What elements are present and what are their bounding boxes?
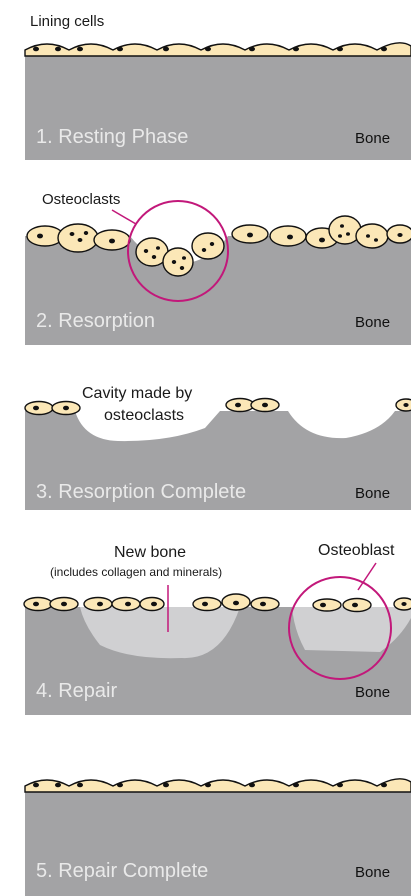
panel-repair-complete: 5. Repair Complete Bone — [25, 779, 411, 896]
phase-title: 4. Repair — [36, 680, 117, 702]
osteoblast-label: Osteoblast — [318, 542, 395, 559]
cell-nuclei — [33, 403, 409, 411]
bone-label: Bone — [355, 864, 390, 881]
phase-title: 1. Resting Phase — [36, 126, 188, 148]
panel-resting-phase: Lining cells 1. Resting Phase Bone — [25, 13, 411, 160]
osteoclasts-label: Osteoclasts — [42, 191, 120, 208]
lining-cells-label: Lining cells — [30, 13, 104, 30]
phase-title: 3. Resorption Complete — [36, 481, 246, 503]
bone-label: Bone — [355, 684, 390, 701]
panel-repair: New bone (includes collagen and minerals… — [24, 542, 411, 715]
lining-cell-row — [25, 779, 411, 792]
callout-line — [112, 210, 136, 224]
new-bone-label: New bone — [114, 544, 186, 561]
cavity-label-line1: Cavity made by — [82, 385, 192, 402]
bone-label: Bone — [355, 314, 390, 331]
cavity-label-line2: osteoclasts — [104, 407, 184, 424]
phase-title: 2. Resorption — [36, 310, 155, 332]
lining-cell-row — [25, 43, 411, 56]
new-bone-sublabel: (includes collagen and minerals) — [50, 565, 222, 579]
panel-resorption-complete: Cavity made by osteoclasts 3. Resorption… — [25, 385, 411, 510]
bone-label: Bone — [355, 130, 390, 147]
callout-line — [358, 563, 376, 590]
bone-label: Bone — [355, 485, 390, 502]
phase-title: 5. Repair Complete — [36, 860, 208, 882]
panel-resorption: Osteoclasts — [25, 191, 411, 345]
